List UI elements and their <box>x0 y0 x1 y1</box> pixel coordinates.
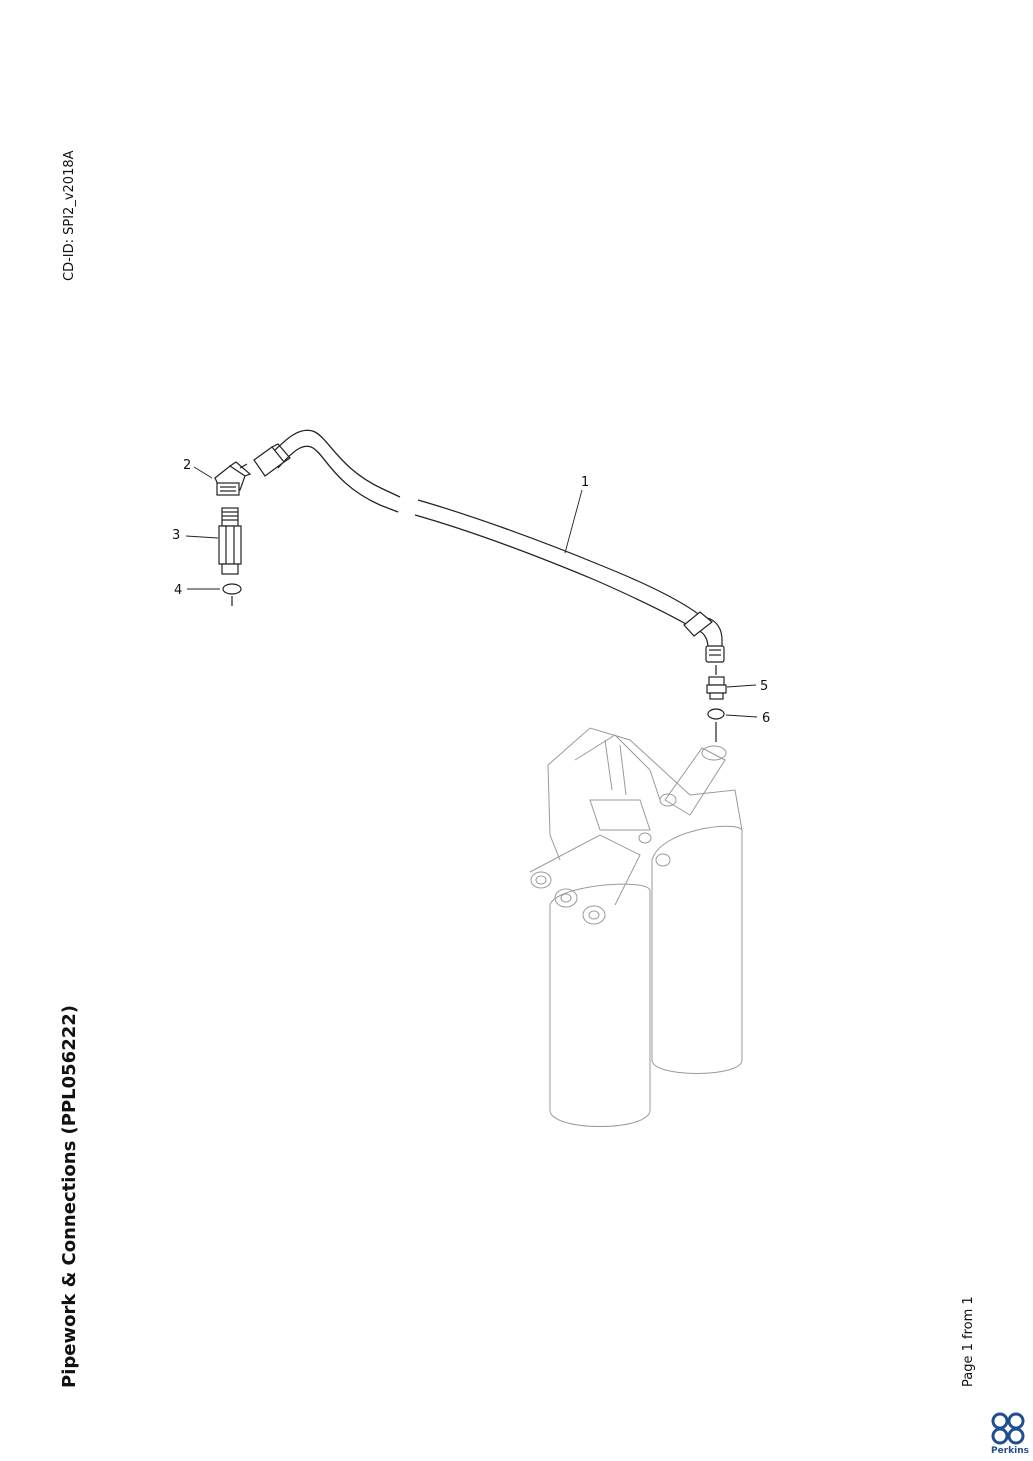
connector-part-5 <box>706 665 727 700</box>
adapter-part-3 <box>218 507 242 575</box>
leader-lines <box>185 466 758 718</box>
perkins-logo-icon <box>991 1412 1025 1445</box>
seal-ring-part-6 <box>707 708 725 742</box>
callout-1: 1 <box>581 475 589 490</box>
brand-label: Perkins <box>991 1446 1029 1456</box>
callout-labels: 1 2 3 4 5 6 <box>172 458 770 726</box>
callout-5: 5 <box>760 679 768 694</box>
callout-6: 6 <box>762 711 770 726</box>
callout-4: 4 <box>174 583 182 598</box>
filter-housing <box>529 727 743 1127</box>
seal-ring-part-4 <box>222 583 242 606</box>
pipe-part-1 <box>253 429 725 663</box>
elbow-connector-part-2 <box>214 461 252 496</box>
callout-2: 2 <box>183 458 191 473</box>
callout-3: 3 <box>172 528 180 543</box>
